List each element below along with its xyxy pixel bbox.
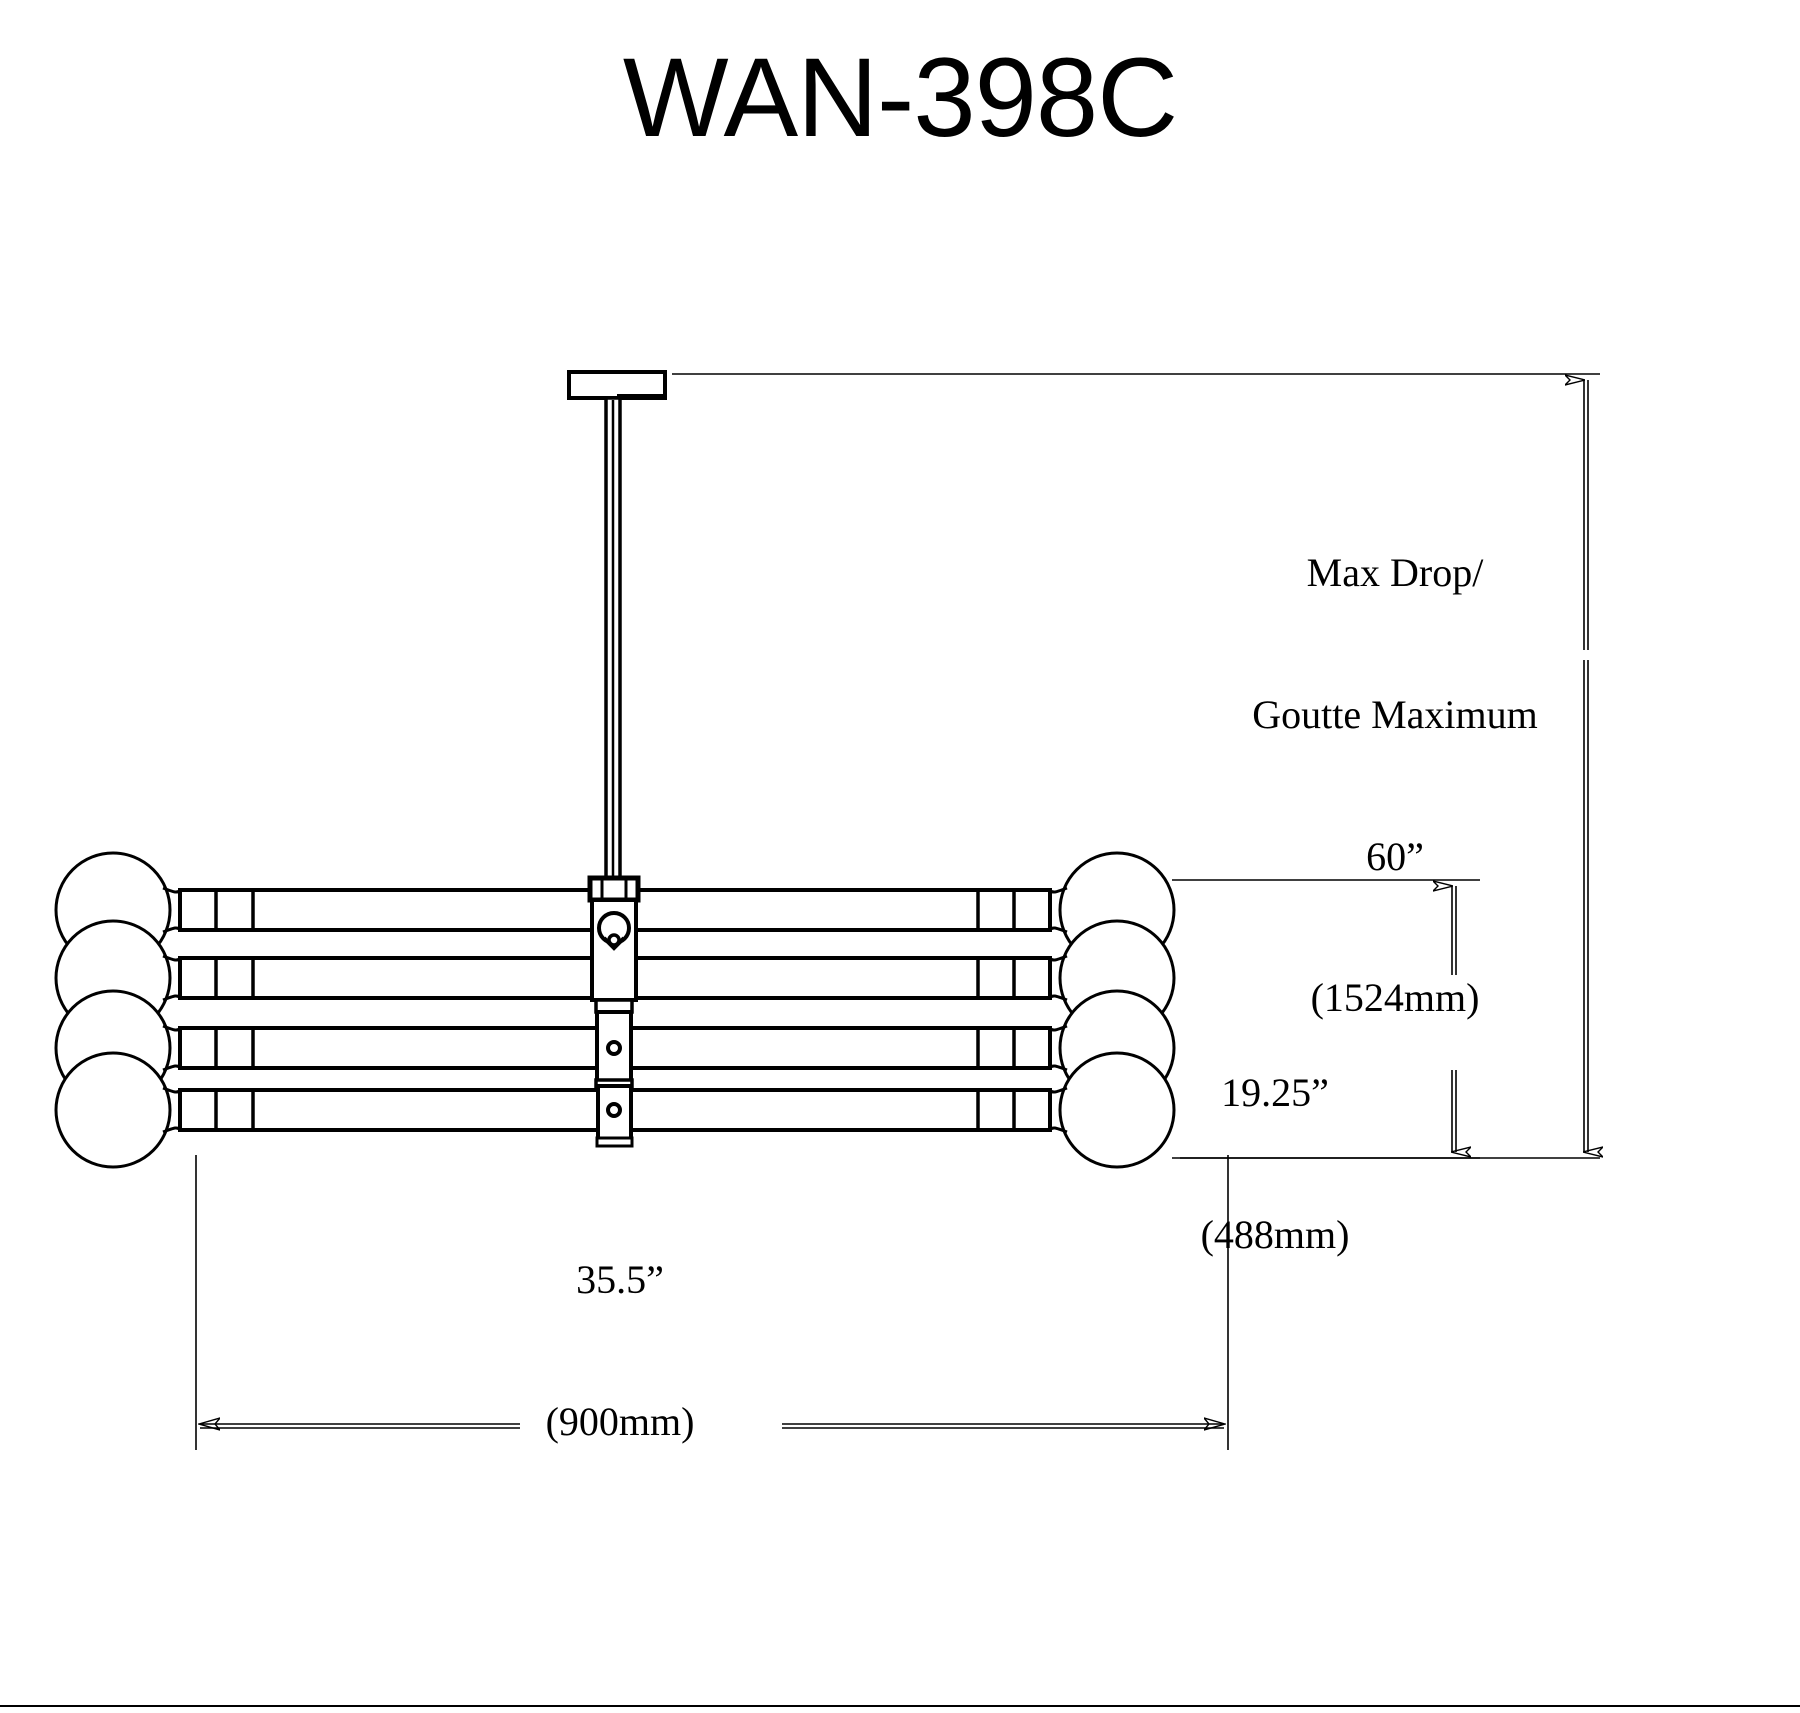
height-dimension-label: 19.25” (488mm) xyxy=(1150,975,1400,1353)
canopy-and-stem xyxy=(567,370,667,882)
max-drop-line-2: Goutte Maximum xyxy=(1252,691,1538,737)
width-line-2: (900mm) xyxy=(545,1398,695,1444)
dimension-height xyxy=(1172,879,1480,1159)
dimension-max-drop xyxy=(672,373,1600,1159)
max-drop-dimension-label: Max Drop/ Goutte Maximum 60” (1524mm) xyxy=(1185,455,1605,1116)
dimension-width xyxy=(195,1155,1229,1450)
width-line-1: 35.5” xyxy=(576,1257,664,1303)
height-line-2: (488mm) xyxy=(1200,1211,1350,1257)
max-drop-line-4: (1524mm) xyxy=(1310,975,1480,1021)
max-drop-line-3: 60” xyxy=(1366,833,1424,879)
center-hub-body xyxy=(587,875,641,1148)
page-title: WAN-398C xyxy=(622,35,1178,160)
max-drop-line-1: Max Drop/ xyxy=(1306,550,1484,596)
width-dimension-label: 35.5” (900mm) xyxy=(455,1162,785,1540)
height-line-1: 19.25” xyxy=(1221,1070,1329,1116)
